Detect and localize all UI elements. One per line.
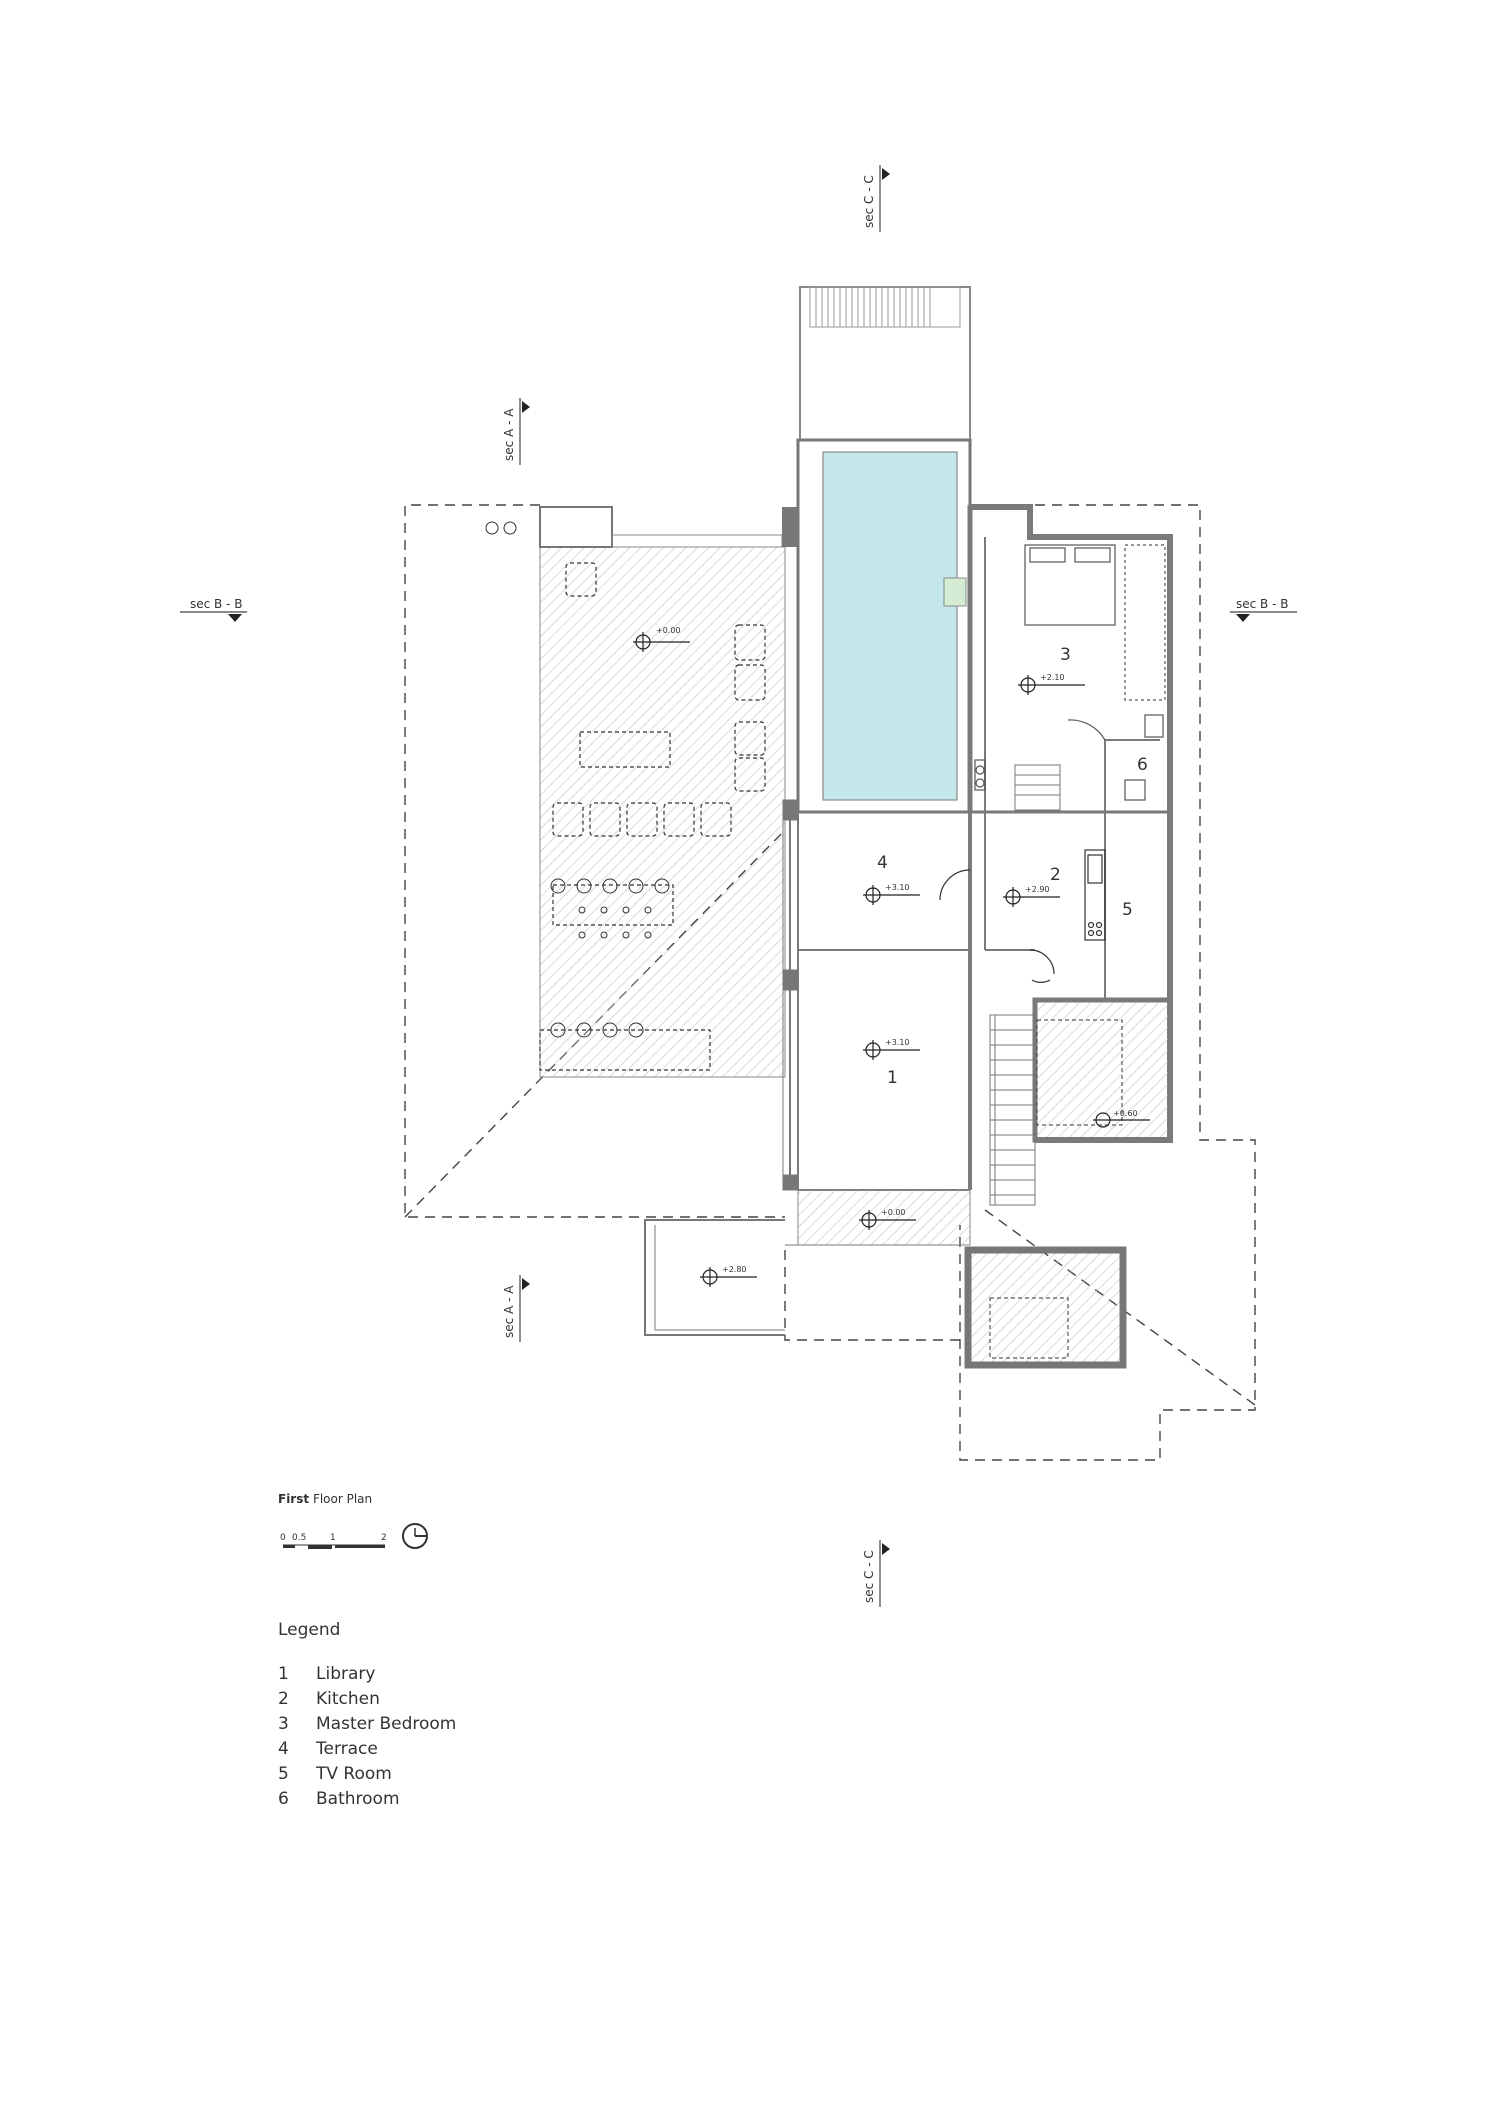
legend-item-label: Kitchen bbox=[316, 1689, 380, 1709]
section-marker-c-bottom: sec C - C bbox=[862, 1540, 890, 1607]
room-number-tv-room: 5 bbox=[1122, 900, 1133, 920]
legend-item: 6 Bathroom bbox=[278, 1787, 456, 1812]
elevation-deck: +0.00 bbox=[656, 626, 681, 635]
elevation-balcony: +2.80 bbox=[722, 1265, 747, 1274]
plan-title-rest: Floor Plan bbox=[312, 1492, 373, 1506]
section-label-c-bottom: sec C - C bbox=[862, 1550, 876, 1603]
section-marker-a-bottom: sec A - A bbox=[502, 1275, 530, 1342]
legend-item-label: Library bbox=[316, 1664, 376, 1684]
scale-tick-1: 1 bbox=[330, 1533, 336, 1543]
legend: Legend 1 Library 2 Kitchen 3 Master Bedr… bbox=[278, 1620, 456, 1812]
elevation-library: +3.10 bbox=[885, 1038, 910, 1047]
scale-tick-0-5: 0.5 bbox=[292, 1533, 306, 1543]
pool-tower bbox=[796, 286, 972, 814]
scale-tick-0: 0 bbox=[280, 1533, 286, 1543]
legend-item-number: 1 bbox=[278, 1664, 289, 1684]
room-number-kitchen: 2 bbox=[1050, 865, 1061, 885]
legend-title: Legend bbox=[278, 1620, 341, 1640]
level-markers bbox=[700, 675, 1150, 1287]
section-label-a-top: sec A - A bbox=[502, 408, 516, 461]
legend-item-label: Master Bedroom bbox=[316, 1714, 457, 1734]
section-marker-a-top: sec A - A bbox=[502, 398, 530, 465]
section-marker-c-top: sec C - C bbox=[862, 165, 890, 232]
north-arrow-icon bbox=[402, 1523, 428, 1549]
bed bbox=[974, 544, 1166, 801]
elevation-kitchen: +2.90 bbox=[1025, 885, 1050, 894]
legend-item-number: 2 bbox=[278, 1689, 289, 1709]
legend-item: 2 Kitchen bbox=[278, 1687, 456, 1712]
legend-item-number: 5 bbox=[278, 1764, 289, 1784]
scale-tick-2: 2 bbox=[381, 1533, 387, 1543]
legend-item-number: 3 bbox=[278, 1714, 289, 1734]
staircase bbox=[989, 764, 1061, 1206]
plan-title-bold: First bbox=[278, 1492, 310, 1506]
legend-item: 1 Library bbox=[278, 1662, 456, 1687]
plan-title: First Floor Plan bbox=[278, 1492, 372, 1506]
section-label-b-right: sec B - B bbox=[1236, 597, 1288, 611]
elevation-bedroom: +2.10 bbox=[1040, 673, 1065, 682]
room-number-bathroom: 6 bbox=[1137, 755, 1148, 775]
section-label-c-top: sec C - C bbox=[862, 175, 876, 228]
legend-item-label: TV Room bbox=[316, 1764, 392, 1784]
legend-item-number: 6 bbox=[278, 1789, 289, 1809]
room-number-terrace: 4 bbox=[877, 853, 888, 873]
deck-area: +0.00 bbox=[485, 506, 798, 1078]
swimming-pool bbox=[822, 451, 958, 801]
elevation-terrace: +3.10 bbox=[885, 883, 910, 892]
legend-item: 4 Terrace bbox=[278, 1737, 456, 1762]
section-label-a-bottom: sec A - A bbox=[502, 1285, 516, 1338]
legend-item-label: Bathroom bbox=[316, 1789, 400, 1809]
kitchen-counter bbox=[939, 849, 1106, 984]
legend-item: 3 Master Bedroom bbox=[278, 1712, 456, 1737]
section-label-b-left: sec B - B bbox=[190, 597, 242, 611]
scale-bar: 0 0.5 1 2 bbox=[280, 1533, 387, 1549]
storage-room bbox=[964, 1246, 1127, 1369]
elevation-entry: +0.00 bbox=[881, 1208, 906, 1217]
legend-item: 5 TV Room bbox=[278, 1762, 456, 1787]
room-number-master-bedroom: 3 bbox=[1060, 645, 1071, 665]
room-number-library: 1 bbox=[887, 1068, 898, 1088]
balcony bbox=[644, 1219, 785, 1336]
legend-item-number: 4 bbox=[278, 1739, 289, 1759]
window-strips bbox=[782, 799, 799, 1191]
section-marker-b-left: sec B - B bbox=[180, 597, 247, 622]
elevation-stair-room: +0.60 bbox=[1113, 1109, 1138, 1118]
section-marker-b-right: sec B - B bbox=[1230, 597, 1297, 622]
entry-area bbox=[797, 1189, 971, 1246]
legend-item-label: Terrace bbox=[316, 1739, 378, 1759]
